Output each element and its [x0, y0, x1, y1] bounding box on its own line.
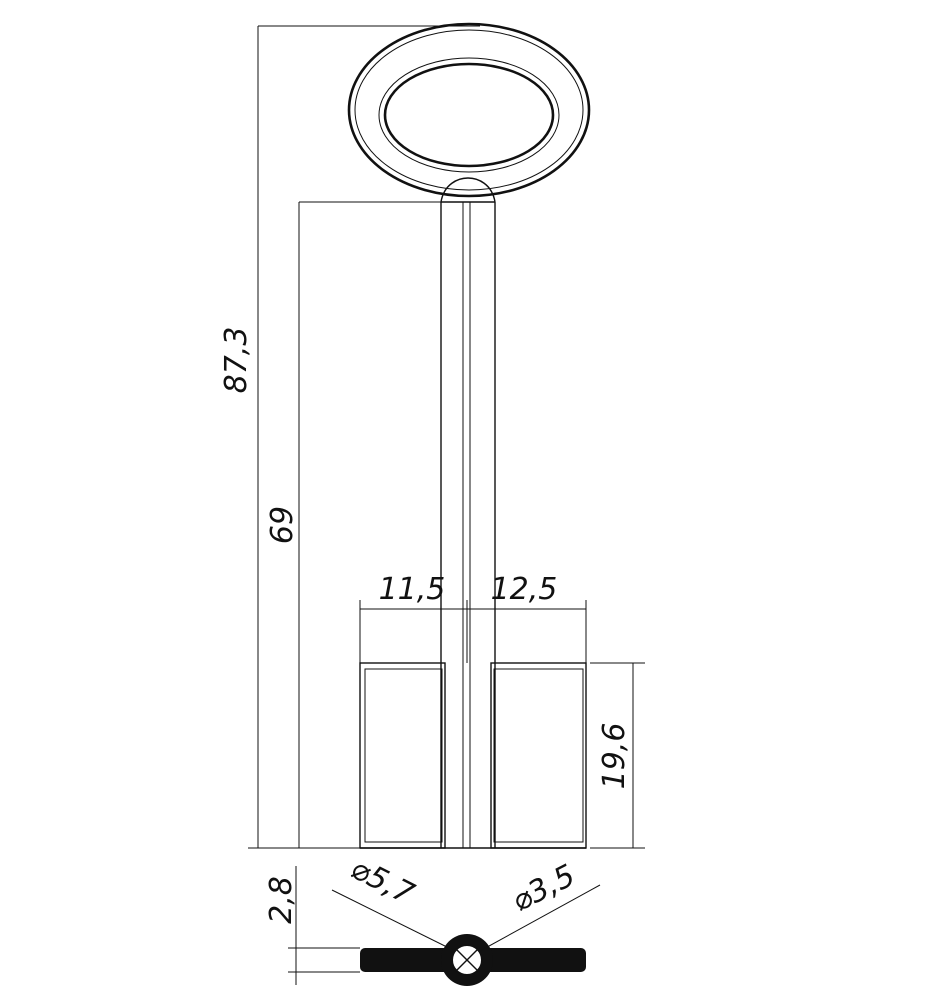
key-bit-left [359, 662, 446, 849]
dim-diameter-inner-label: ⌀3,5 [506, 858, 581, 919]
dim-bit-height-label: 19,6 [597, 723, 632, 790]
bow-neck [440, 177, 496, 203]
key-bow [347, 22, 591, 198]
bit-right-inner [493, 668, 584, 843]
dimension-section-thickness: 2,8 [264, 866, 360, 985]
dim-diameter-outer-label: ⌀5,7 [345, 851, 420, 912]
dimension-shank-length: 69 [265, 201, 441, 848]
key-bit-right [490, 662, 587, 849]
dim-overall-length-label: 87,3 [219, 327, 254, 394]
bit-left-inner [364, 668, 443, 843]
bit-right-outline [490, 662, 587, 849]
dim-bit-right-width-label: 12,5 [491, 572, 558, 607]
dim-section-thickness-label: 2,8 [264, 876, 299, 924]
dimension-overall-length: 87,3 [219, 25, 480, 849]
bow-outer-edge-inner-line [354, 29, 584, 191]
dimension-bit-height: 19,6 [590, 662, 645, 849]
dimension-bit-widths: 11,5 12,5 [359, 572, 587, 663]
key-cross-section [360, 934, 586, 986]
bow-inner-edge-outer-line [378, 57, 560, 173]
dim-shank-length-label: 69 [265, 506, 300, 544]
dim-bit-left-width-label: 11,5 [379, 572, 446, 607]
bow-outer-edge [347, 22, 591, 198]
bow-inner-edge [383, 62, 555, 168]
bit-left-outline [359, 662, 446, 849]
key-shank [440, 202, 496, 848]
